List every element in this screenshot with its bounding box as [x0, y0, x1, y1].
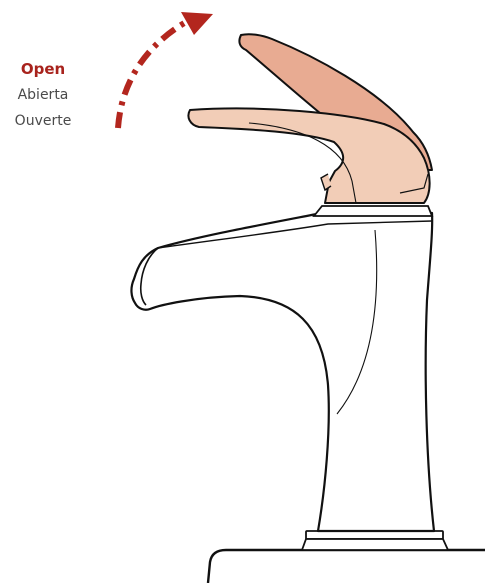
faucet-body: [131, 213, 434, 531]
countertop: [208, 550, 485, 583]
faucet-base: [302, 531, 448, 550]
handle-knuckle: [321, 174, 331, 190]
handle-collar: [314, 206, 432, 216]
